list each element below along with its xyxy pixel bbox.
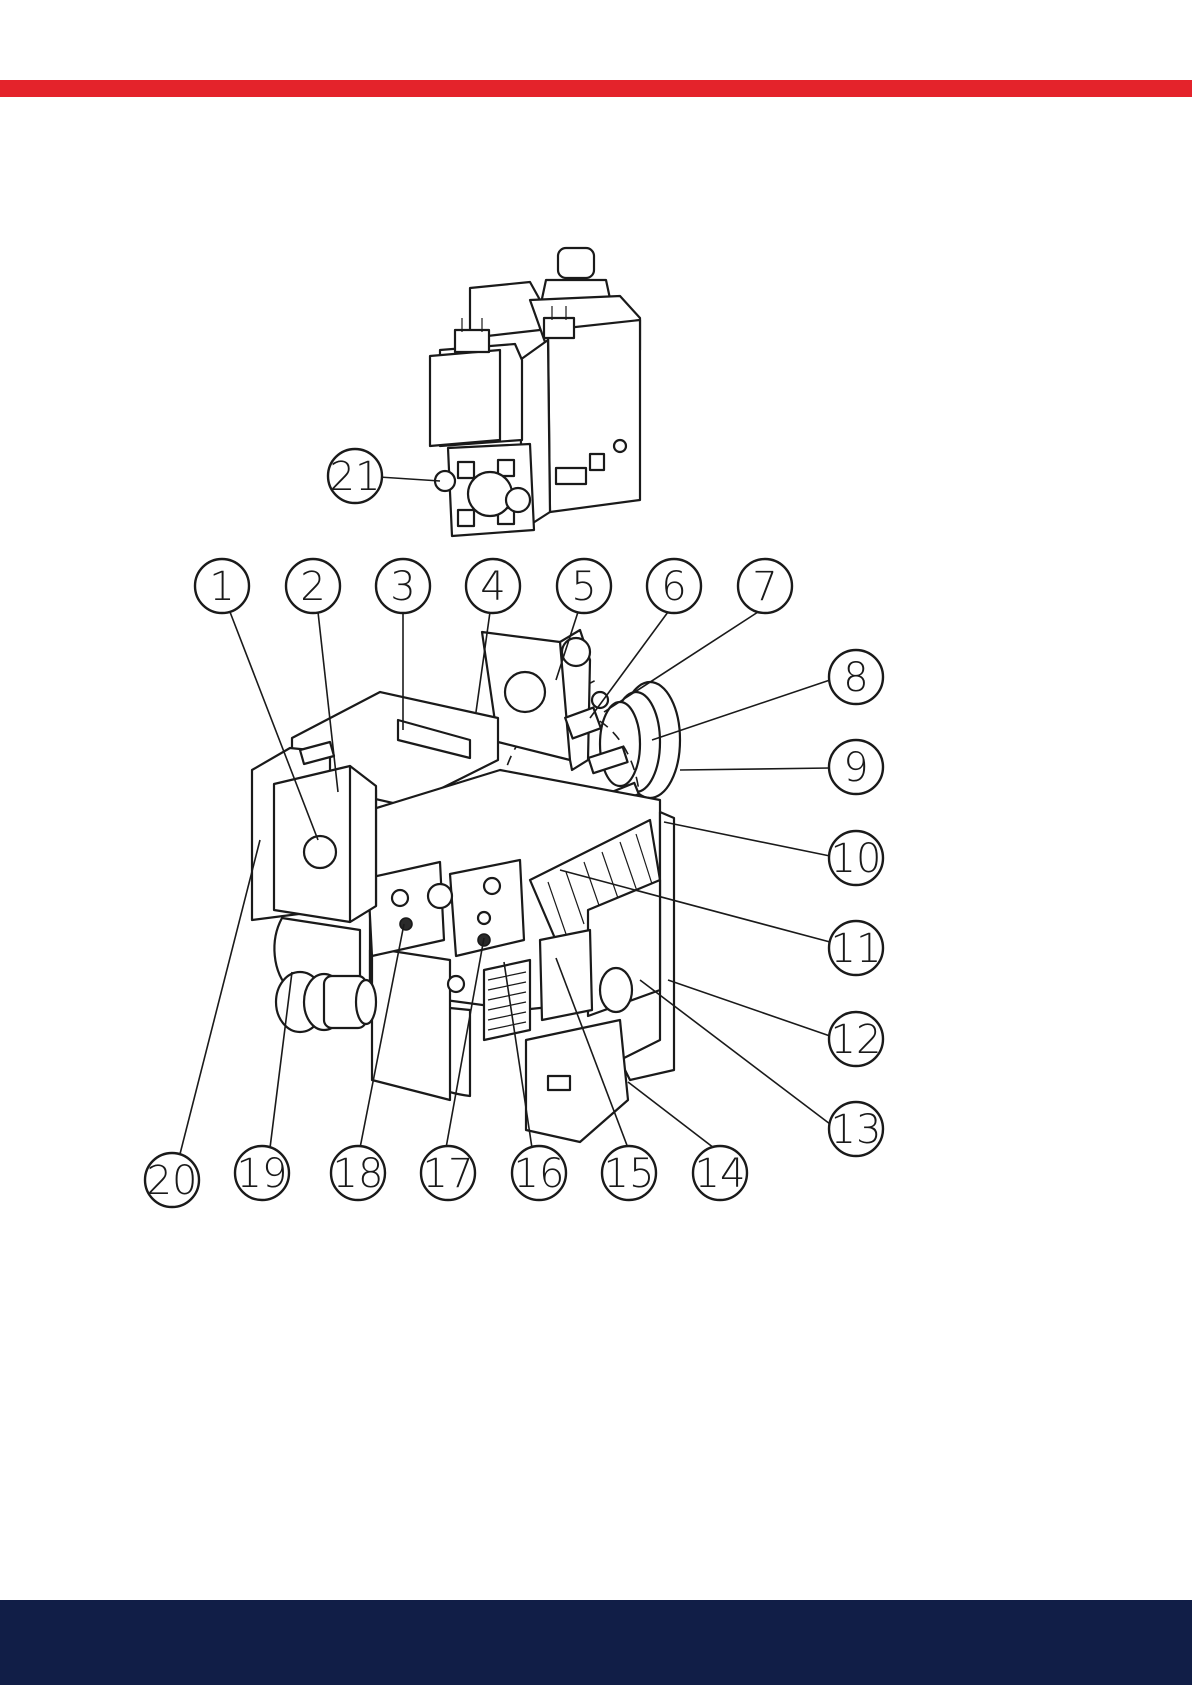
callout-10: 10 bbox=[829, 831, 883, 885]
callout-18: 18 bbox=[331, 1146, 385, 1200]
callout-number: 17 bbox=[423, 1151, 474, 1197]
callout-5: 5 bbox=[557, 559, 611, 613]
callout-3: 3 bbox=[376, 559, 430, 613]
callout-number: 10 bbox=[831, 836, 882, 882]
callout-17: 17 bbox=[421, 1146, 475, 1200]
callout-number: 3 bbox=[390, 564, 415, 610]
callout-number: 8 bbox=[843, 655, 868, 701]
callout-number: 14 bbox=[695, 1151, 746, 1197]
callout-21: 21 bbox=[328, 449, 382, 503]
callout-number: 18 bbox=[333, 1151, 384, 1197]
callout-16: 16 bbox=[512, 1146, 566, 1200]
callout-number: 11 bbox=[831, 926, 882, 972]
burner-body bbox=[252, 630, 680, 1142]
callout-19: 19 bbox=[235, 1146, 289, 1200]
callout-15: 15 bbox=[602, 1146, 656, 1200]
callout-1: 1 bbox=[195, 559, 249, 613]
callout-8: 8 bbox=[829, 650, 883, 704]
callout-11: 11 bbox=[829, 921, 883, 975]
callout-number: 20 bbox=[147, 1158, 198, 1204]
callout-number: 16 bbox=[514, 1151, 565, 1197]
callout-number: 5 bbox=[571, 564, 596, 610]
callout-13: 13 bbox=[829, 1102, 883, 1156]
bottom-footer-bar bbox=[0, 1600, 1192, 1685]
callout-7: 7 bbox=[738, 559, 792, 613]
callout-12: 12 bbox=[829, 1012, 883, 1066]
callout-9: 9 bbox=[829, 740, 883, 794]
callout-number: 13 bbox=[831, 1107, 882, 1153]
callout-number: 1 bbox=[209, 564, 234, 610]
callout-2: 2 bbox=[286, 559, 340, 613]
callout-number: 21 bbox=[330, 454, 381, 500]
callout-number: 2 bbox=[300, 564, 325, 610]
callout-number: 6 bbox=[661, 564, 686, 610]
gas-valve-assembly bbox=[430, 248, 640, 536]
callout-number: 4 bbox=[480, 564, 505, 610]
callout-number: 19 bbox=[237, 1151, 288, 1197]
callout-6: 6 bbox=[647, 559, 701, 613]
callout-number: 12 bbox=[831, 1017, 882, 1063]
callout-14: 14 bbox=[693, 1146, 747, 1200]
callout-number: 7 bbox=[752, 564, 777, 610]
callout-20: 20 bbox=[145, 1153, 199, 1207]
callout-number: 9 bbox=[843, 745, 868, 791]
callout-4: 4 bbox=[466, 559, 520, 613]
callout-number: 15 bbox=[604, 1151, 655, 1197]
